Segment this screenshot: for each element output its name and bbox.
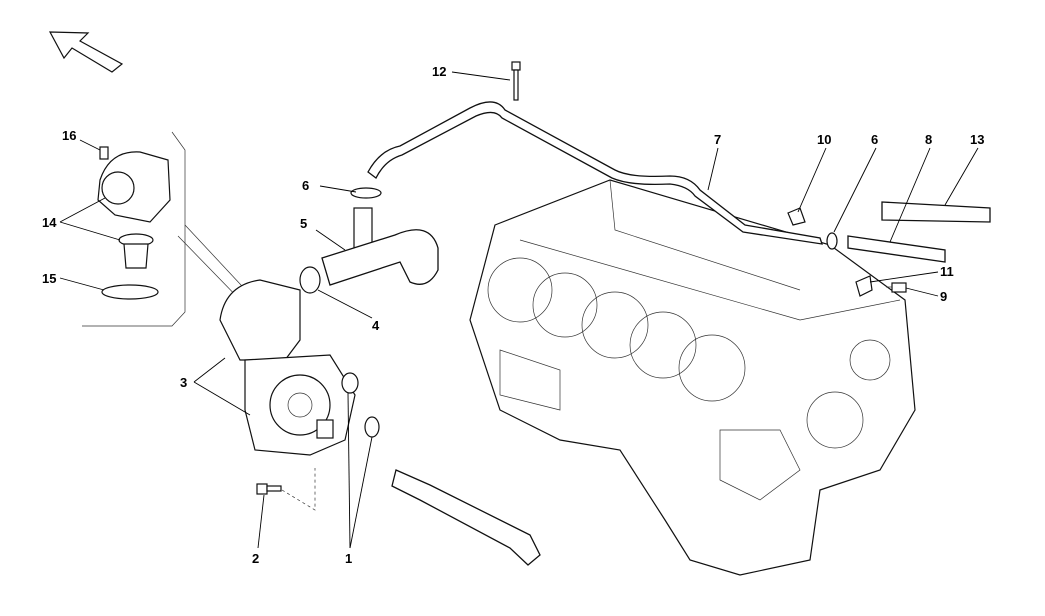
callout-6-right: 6	[871, 132, 878, 147]
callout-2: 2	[252, 551, 259, 566]
direction-arrow-icon	[48, 31, 124, 73]
coolant-tube	[391, 469, 541, 566]
o-ring-1a	[341, 372, 359, 394]
callout-6-left: 6	[302, 178, 309, 193]
leader-lines	[59, 71, 979, 549]
callout-1: 1	[345, 551, 352, 566]
bracket-11	[855, 275, 873, 297]
callout-14: 14	[42, 215, 57, 230]
clip-10	[787, 207, 806, 226]
callout-16: 16	[62, 128, 76, 143]
callout-15: 15	[42, 271, 56, 286]
coolant-pipe	[367, 101, 823, 245]
hose-5	[321, 207, 439, 286]
water-pump-assembly	[219, 279, 356, 456]
thermostat	[118, 233, 154, 269]
o-ring-1b	[364, 416, 380, 438]
hose-clamp-right	[826, 232, 838, 250]
hose-13	[881, 201, 991, 223]
callout-4: 4	[372, 318, 380, 333]
thermostat-housing	[97, 146, 171, 223]
engine-block	[469, 179, 916, 576]
callout-labels: 12 7 10 6 8 13 11 9 6 5 4 16 14 15 3 2 1	[42, 64, 984, 566]
o-ring-15	[101, 284, 159, 300]
callout-8: 8	[925, 132, 932, 147]
callout-10: 10	[817, 132, 831, 147]
callout-9: 9	[940, 289, 947, 304]
hose-clamp-left	[350, 187, 382, 199]
callout-13: 13	[970, 132, 984, 147]
callout-5: 5	[300, 216, 307, 231]
callout-3: 3	[180, 375, 187, 390]
sensor-9	[886, 282, 907, 293]
callout-12: 12	[432, 64, 446, 79]
hose-clamp-4	[299, 266, 321, 294]
callout-7: 7	[714, 132, 721, 147]
bolt-12	[511, 61, 521, 101]
bolt-2	[256, 468, 316, 511]
callout-11: 11	[940, 264, 954, 279]
hose-8	[847, 235, 946, 263]
